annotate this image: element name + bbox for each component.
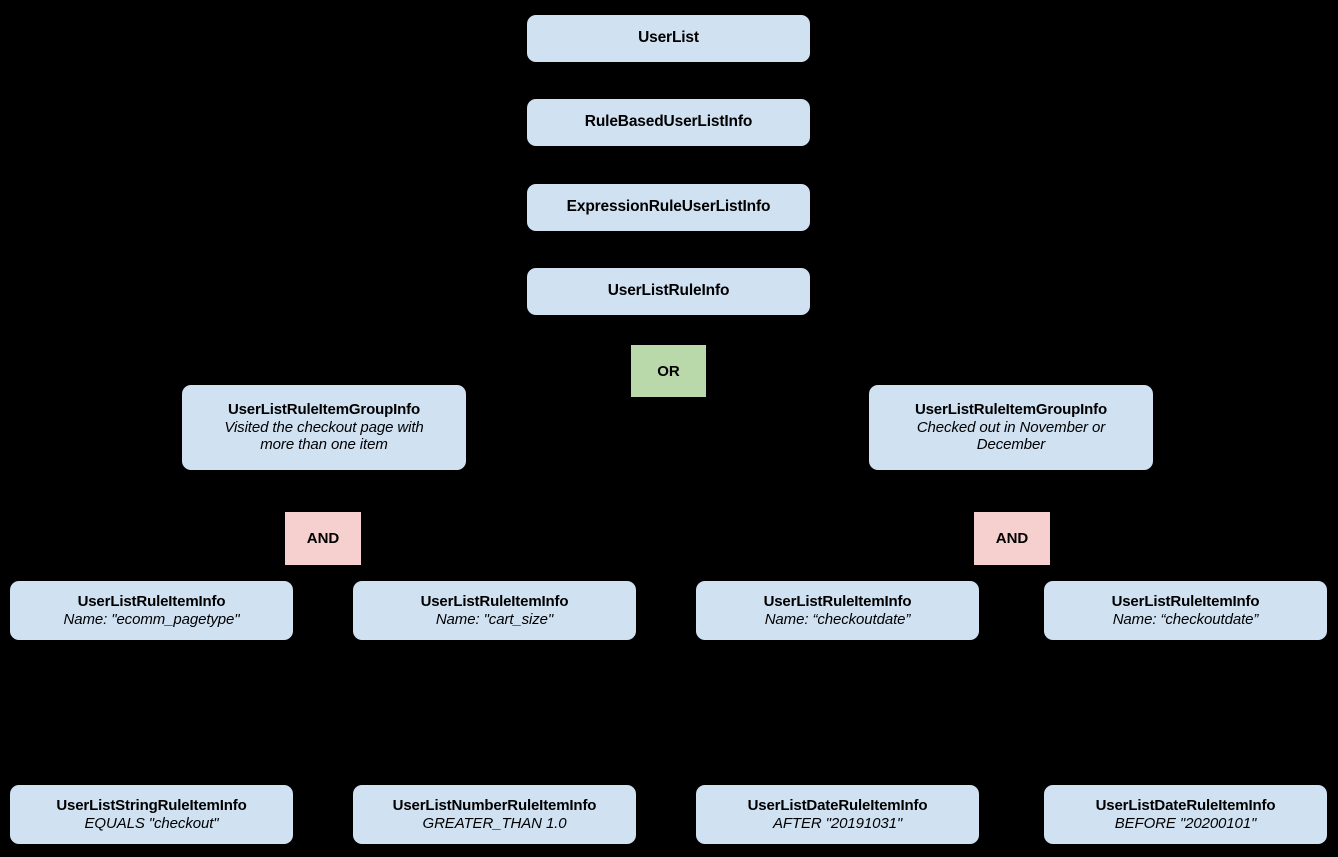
operator-or[interactable]: OR [631, 345, 706, 397]
node-rulebaseduserlistinfo-title: RuleBasedUserListInfo [584, 113, 753, 131]
node-rule-value-2[interactable]: UserListNumberRuleItemInfo GREATER_THAN … [353, 785, 636, 844]
node-rule-item-group-right[interactable]: UserListRuleItemGroupInfo Checked out in… [869, 385, 1153, 470]
edge-item-3-to-value-3 [837, 640, 839, 785]
edge-rulebased-to-expression [667, 147, 669, 183]
node-rule-value-4-detail: BEFORE "20200101" [1114, 814, 1257, 832]
edge-userlist-to-rulebased [667, 62, 669, 98]
node-expressionruleuserlistinfo-title: ExpressionRuleUserListInfo [566, 198, 771, 216]
node-rule-item-2-title: UserListRuleItemInfo [420, 592, 569, 610]
node-rule-value-2-title: UserListNumberRuleItemInfo [392, 796, 597, 814]
node-rule-value-4-title: UserListDateRuleItemInfo [1095, 796, 1276, 814]
node-rule-value-3[interactable]: UserListDateRuleItemInfo AFTER "20191031… [696, 785, 979, 844]
node-rule-value-1-detail: EQUALS "checkout" [84, 814, 219, 832]
node-rule-item-1-title: UserListRuleItemInfo [77, 592, 226, 610]
edge-item-1-to-value-1 [151, 640, 153, 785]
node-rule-item-4-title: UserListRuleItemInfo [1111, 592, 1260, 610]
node-userlistruleinfo-title: UserListRuleInfo [607, 282, 730, 300]
edge-and-left-to-item-2 [322, 565, 495, 567]
node-rule-item-4-detail: Name: “checkoutdate” [1112, 610, 1259, 628]
operator-and-left[interactable]: AND [285, 512, 361, 565]
node-rule-value-1-title: UserListStringRuleItemInfo [56, 796, 247, 814]
node-rule-item-4[interactable]: UserListRuleItemInfo Name: “checkoutdate… [1044, 581, 1327, 640]
edge-item-4-to-value-4 [1185, 640, 1187, 785]
node-expressionruleuserlistinfo[interactable]: ExpressionRuleUserListInfo [527, 184, 810, 231]
node-rule-item-group-left[interactable]: UserListRuleItemGroupInfo Visited the ch… [182, 385, 466, 470]
edge-and-right-to-item-3 [838, 565, 1012, 567]
node-rule-item-1-detail: Name: "ecomm_pagetype" [63, 610, 240, 628]
node-userlist-title: UserList [638, 29, 699, 47]
node-rule-value-4[interactable]: UserListDateRuleItemInfo BEFORE "2020010… [1044, 785, 1327, 844]
edge-expression-to-ruleinfo [667, 232, 669, 268]
node-userlist[interactable]: UserList [527, 15, 810, 62]
node-rule-item-2[interactable]: UserListRuleItemInfo Name: "cart_size" [353, 581, 636, 640]
node-rule-item-3[interactable]: UserListRuleItemInfo Name: “checkoutdate… [696, 581, 979, 640]
edge-and-left-to-item-1 [151, 565, 323, 567]
node-rule-value-3-detail: AFTER "20191031" [772, 814, 903, 832]
node-rule-item-2-detail: Name: "cart_size" [435, 610, 554, 628]
node-rulebaseduserlistinfo[interactable]: RuleBasedUserListInfo [527, 99, 810, 146]
edge-and-right-to-item-4 [1011, 565, 1186, 567]
edge-or-to-right-group [667, 383, 1012, 385]
node-rule-item-group-left-title: UserListRuleItemGroupInfo [227, 400, 421, 418]
node-rule-item-1[interactable]: UserListRuleItemInfo Name: "ecomm_pagety… [10, 581, 293, 640]
node-rule-value-3-title: UserListDateRuleItemInfo [747, 796, 928, 814]
edge-ruleinfo-to-or [667, 314, 669, 345]
node-rule-item-group-right-desc-2: December [976, 436, 1046, 454]
edge-item-2-to-value-2 [494, 640, 496, 785]
node-rule-item-3-title: UserListRuleItemInfo [763, 592, 912, 610]
edge-or-to-left-group [323, 383, 669, 385]
node-userlistruleinfo[interactable]: UserListRuleInfo [527, 268, 810, 315]
node-rule-value-1[interactable]: UserListStringRuleItemInfo EQUALS "check… [10, 785, 293, 844]
edge-right-group-to-and [1011, 470, 1013, 512]
node-rule-item-group-left-desc-1: Visited the checkout page with [224, 418, 424, 436]
node-rule-item-3-detail: Name: “checkoutdate” [764, 610, 911, 628]
node-rule-value-2-detail: GREATER_THAN 1.0 [422, 814, 567, 832]
operator-and-right[interactable]: AND [974, 512, 1050, 565]
node-rule-item-group-right-title: UserListRuleItemGroupInfo [914, 400, 1108, 418]
edge-left-group-to-and [322, 470, 324, 512]
node-rule-item-group-left-desc-2: more than one item [260, 436, 388, 454]
node-rule-item-group-right-desc-1: Checked out in November or [916, 418, 1106, 436]
